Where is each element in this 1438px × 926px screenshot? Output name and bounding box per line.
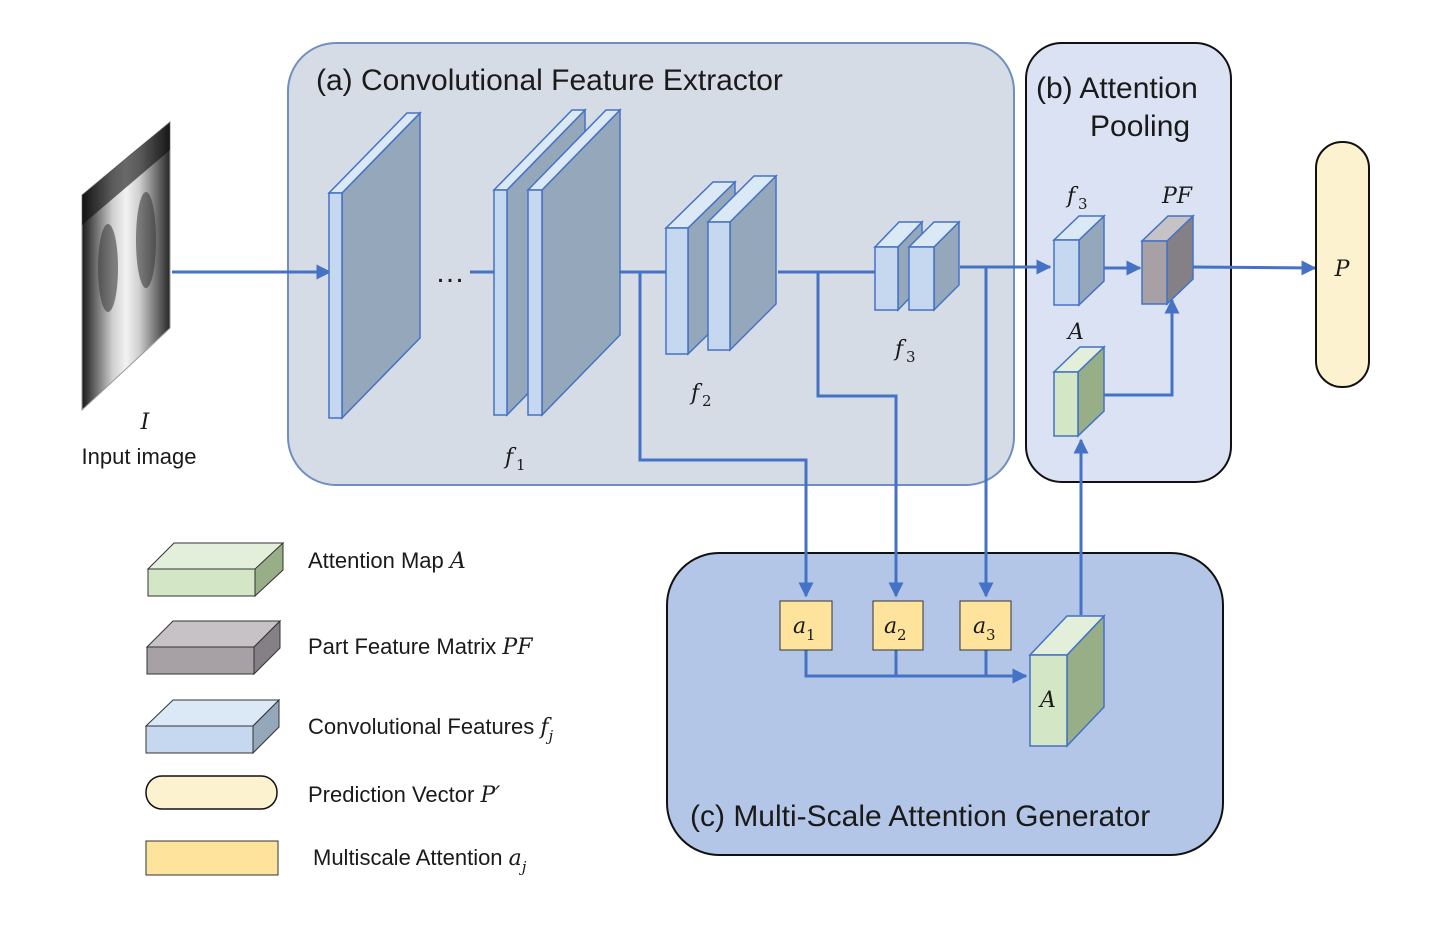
panel-b-title-line2: Pooling: [1090, 110, 1190, 143]
input-xray-image: [81, 120, 171, 412]
label-a3: a 3: [973, 614, 996, 644]
panel-c-title: (c) Multi-Scale Attention Generator: [690, 800, 1150, 833]
branch-f1-to-a1: [638, 272, 814, 598]
svg-text:a: a: [793, 614, 806, 639]
legend: Attention Map A Part Feature Matrix PF C…: [144, 541, 554, 876]
svg-text:2: 2: [702, 392, 712, 410]
part-feature-block: [1140, 214, 1195, 306]
pooling-label-a: A: [1066, 320, 1084, 345]
legend-multiscale-label: Multiscale Attention aj: [313, 845, 527, 876]
svg-text:a: a: [973, 614, 986, 639]
ellipsis: …: [435, 256, 465, 289]
legend-part-feature-swatch: [145, 619, 282, 676]
panel-b-title-line1: (b) Attention: [1036, 72, 1198, 105]
panel-a-convolutional-feature-extractor: [287, 42, 1015, 486]
legend-attention-map-swatch: [146, 541, 285, 598]
generated-attention-map-block: [1028, 614, 1106, 748]
svg-text:3: 3: [1078, 195, 1088, 213]
conv-block-f2-back: [706, 174, 778, 352]
legend-part-feature-label: Part Feature Matrix PF: [308, 634, 533, 660]
generated-attention-label: A: [1038, 688, 1056, 713]
conv-block-f1-back: [526, 108, 622, 417]
prediction-vector-output: [1315, 141, 1370, 388]
conv-block-1: [327, 111, 422, 420]
svg-text:3: 3: [906, 348, 916, 366]
pooling-attention-block: [1052, 345, 1106, 438]
legend-attention-map-label: Attention Map A: [308, 548, 466, 574]
input-label: Input image: [82, 444, 197, 469]
conv-block-f3-back: [907, 220, 961, 312]
svg-text:3: 3: [986, 626, 996, 644]
label-a2: a 2: [884, 614, 907, 644]
svg-text:a: a: [884, 614, 897, 639]
pooling-f3-block: [1052, 214, 1106, 307]
legend-multiscale-swatch: [145, 840, 279, 876]
svg-text:1: 1: [516, 456, 526, 474]
label-a1: a 1: [793, 614, 816, 644]
legend-prediction-swatch: [145, 775, 278, 810]
merge-a-to-attention: [804, 650, 1028, 684]
legend-conv-features-label: Convolutional Features fj: [308, 714, 554, 745]
legend-prediction-label: Prediction Vector P′: [308, 782, 500, 808]
svg-text:1: 1: [806, 626, 816, 644]
pooling-label-pf: PF: [1161, 184, 1193, 209]
output-symbol: P: [1334, 257, 1351, 282]
panel-a-title: (a) Convolutional Feature Extractor: [316, 64, 783, 97]
input-symbol: I: [140, 410, 151, 435]
svg-text:2: 2: [897, 626, 907, 644]
multiscale-attention-a3: [959, 600, 1012, 651]
legend-conv-features-swatch: [144, 698, 281, 755]
multiscale-attention-a1: [779, 600, 833, 651]
multiscale-attention-a2: [872, 600, 924, 651]
branch-f2-to-a2: [816, 272, 904, 598]
arrow-pooled-attention-to-pf: [1104, 298, 1180, 397]
arrow-pf-to-output: [1191, 260, 1317, 276]
